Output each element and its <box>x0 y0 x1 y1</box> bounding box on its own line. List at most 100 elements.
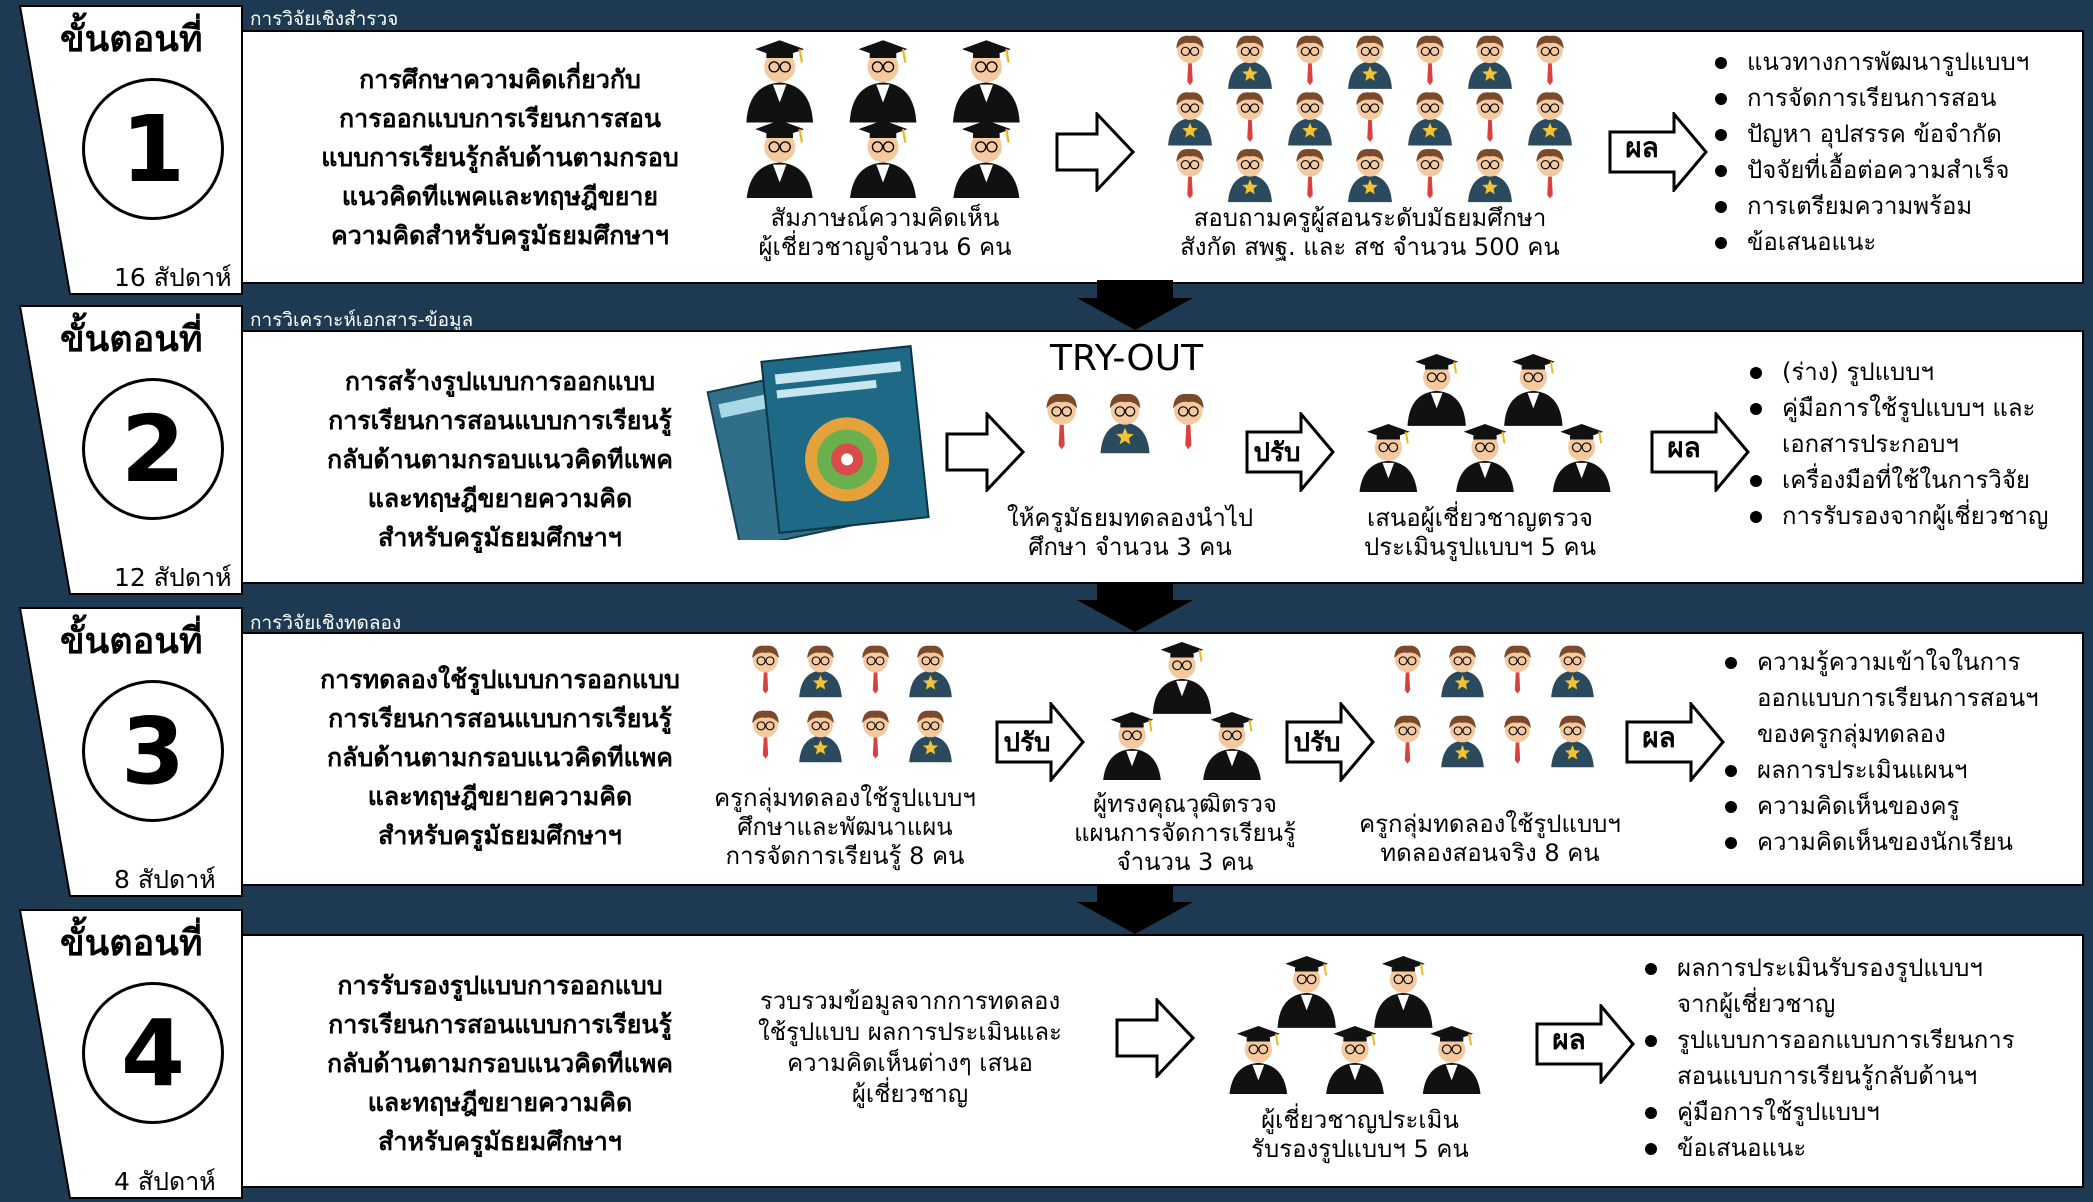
desc-line: สำหรับครูมัธยมศึกษาฯ <box>378 821 622 850</box>
teacher-figure-icon <box>1288 92 1332 146</box>
result-arrow-icon <box>1625 702 1725 782</box>
teacher-figure-icon <box>1163 393 1213 454</box>
result-item: ความคิดเห็นของครู <box>1725 788 2039 824</box>
caption-line: ศึกษา จำนวน 3 คน <box>1028 533 1232 561</box>
graduate-figure-icon <box>1102 711 1162 784</box>
teacher-figure-icon <box>1168 35 1212 89</box>
teacher-figure-icon <box>1551 645 1594 698</box>
step-1-duration: 16 สัปดาห์ <box>114 263 232 292</box>
teacher-figure-icon <box>1468 92 1512 146</box>
down-arrow-icon <box>1077 280 1193 330</box>
adjust-label: ปรับ <box>1253 438 1301 468</box>
step-2-category: การวิเคราะห์เอกสาร-ข้อมูล <box>250 309 474 331</box>
desc-line: สำหรับครูมัธยมศึกษาฯ <box>378 523 622 552</box>
step-4-description: การรับรองรูปแบบการออกแบบ การเรียนการสอนแ… <box>280 966 720 1161</box>
desc-line: การเรียนการสอนแบบการเรียนรู้ <box>328 406 672 435</box>
desc-line: และทฤษฎีขยายความคิด <box>367 1088 633 1117</box>
adjust-arrow-icon <box>1245 412 1335 492</box>
experts-group-icon <box>728 38 1038 203</box>
result-item: คู่มือการใช้รูปแบบฯ และ <box>1750 390 2048 426</box>
teacher-figure-icon <box>1386 715 1429 768</box>
result-item: ความรู้ความเข้าใจในการ <box>1725 644 2039 680</box>
step-3-panel <box>240 632 2084 886</box>
step-3-description: การทดลองใช้รูปแบบการออกแบบ การเรียนการสอ… <box>280 660 720 855</box>
certifying-experts-icon <box>1210 954 1500 1098</box>
result-item: การจัดการเรียนการสอน <box>1715 80 2029 116</box>
adjust-arrow-icon <box>1285 702 1375 782</box>
desc-line: การสร้างรูปแบบการออกแบบ <box>344 367 656 396</box>
step-3-duration: 8 สัปดาห์ <box>114 865 216 894</box>
teacher-figure-icon <box>1288 148 1332 203</box>
result-item: คู่มือการใช้รูปแบบฯ <box>1645 1094 2015 1130</box>
teacher-figure-icon <box>744 645 787 698</box>
teacher-figure-icon <box>1468 35 1512 89</box>
caption-line: เสนอผู้เชี่ยวชาญตรวจ <box>1367 504 1593 532</box>
caption-line: ครูกลุ่มทดลองใช้รูปแบบฯ <box>1359 810 1621 838</box>
caption-line: สอบถามครูผู้สอนระดับมัธยมศึกษา <box>1193 204 1547 232</box>
result-item: เครื่องมือที่ใช้ในการวิจัย <box>1750 462 2048 498</box>
teacher-figure-icon <box>1528 148 1572 203</box>
manual-book-icon <box>706 345 930 540</box>
caption-line: ผู้เชี่ยวชาญประเมิน <box>1261 1106 1459 1134</box>
trial-teachers-icon <box>1030 392 1220 492</box>
result-item: การรับรองจากผู้เชี่ยวชาญ <box>1750 498 2048 534</box>
teacher-figure-icon <box>1408 92 1452 146</box>
teacher-figure-icon <box>1168 92 1212 146</box>
step-3-caption-c: ครูกลุ่มทดลองใช้รูปแบบฯ ทดลองสอนจริง 8 ค… <box>1340 810 1640 868</box>
step-2-title: ขั้นตอนที่ <box>60 319 203 360</box>
desc-line: กลับด้านตามกรอบแนวคิดทีแพค <box>327 445 673 474</box>
caption-line: สังกัด สพฐ. และ สช จำนวน 500 คน <box>1180 233 1560 261</box>
graduate-figure-icon <box>1325 1025 1385 1098</box>
down-arrow-icon <box>1077 582 1193 632</box>
teacher-figure-icon <box>1408 35 1452 89</box>
result-label: ผล <box>1552 1023 1586 1056</box>
adjust-label: ปรับ <box>1003 728 1051 758</box>
teacher-figure-icon <box>799 645 842 698</box>
desc-line: การศึกษาความคิดเกี่ยวกับ <box>359 65 641 94</box>
caption-line: ศึกษาและพัฒนาแผน <box>737 813 953 841</box>
result-item: ปัจจัยที่เอื้อต่อความสำเร็จ <box>1715 152 2029 188</box>
result-item-continued: จากผู้เชี่ยวชาญ <box>1677 990 1836 1018</box>
teacher-figure-icon <box>1551 715 1594 768</box>
graduate-figure-icon <box>953 40 1020 123</box>
graduate-figure-icon <box>849 40 917 123</box>
caption-line: รวบรวมข้อมูลจากการทดลอง <box>759 987 1061 1015</box>
desc-line: การออกแบบการเรียนการสอน <box>339 104 661 133</box>
result-item: ข้อเสนอแนะ <box>1645 1130 2015 1166</box>
step-1-caption-a: สัมภาษณ์ความคิดเห็น ผู้เชี่ยวชาญจำนวน 6 … <box>720 204 1050 262</box>
graduate-figure-icon <box>746 120 813 203</box>
step-3-number: 3 <box>82 680 224 822</box>
step-2-caption-b: เสนอผู้เชี่ยวชาญตรวจ ประเมินรูปแบบฯ 5 คน <box>1320 504 1640 562</box>
graduate-figure-icon <box>1202 711 1262 784</box>
teacher-figure-icon <box>1408 148 1452 203</box>
caption-line: ประเมินรูปแบบฯ 5 คน <box>1364 533 1596 561</box>
teacher-figure-icon <box>909 645 952 698</box>
teacher-figure-icon <box>1348 148 1392 203</box>
teacher-figure-icon <box>1528 92 1572 146</box>
teacher-figure-icon <box>1168 148 1212 203</box>
step-1-panel <box>240 30 2084 284</box>
desc-line: การทดลองใช้รูปแบบการออกแบบ <box>320 665 680 694</box>
step-4-caption-b: ผู้เชี่ยวชาญประเมิน รับรองรูปแบบฯ 5 คน <box>1200 1106 1520 1164</box>
step-3-title: ขั้นตอนที่ <box>60 621 203 662</box>
graduate-figure-icon <box>1374 955 1433 1028</box>
teacher-figure-icon <box>854 645 897 698</box>
teacher-figure-icon <box>1496 645 1539 698</box>
qualified-experts-icon <box>1082 640 1282 784</box>
graduate-figure-icon <box>1359 423 1418 496</box>
graduate-figure-icon <box>1422 1025 1481 1098</box>
graduate-figure-icon <box>1229 1025 1288 1098</box>
teacher-figure-icon <box>1228 92 1272 146</box>
step-1-results: แนวทางการพัฒนารูปแบบฯ การจัดการเรียนการส… <box>1715 44 2029 260</box>
result-label: ผล <box>1667 431 1701 464</box>
teacher-figure-icon <box>1228 148 1272 203</box>
graduate-figure-icon <box>1455 423 1515 496</box>
flow-arrow-icon <box>945 412 1025 492</box>
step-4-number: 4 <box>82 982 224 1124</box>
caption-line: ผู้เชี่ยวชาญ <box>851 1080 969 1108</box>
step-3-results: ความรู้ความเข้าใจในการ ออกแบบการเรียนการ… <box>1725 644 2039 860</box>
graduate-figure-icon <box>1552 423 1611 496</box>
desc-line: แบบการเรียนรู้กลับด้านตามกรอบ <box>321 143 679 172</box>
result-item: รูปแบบการออกแบบการเรียนการ <box>1645 1022 2015 1058</box>
caption-line: ให้ครูมัธยมทดลองนำไป <box>1006 504 1254 532</box>
